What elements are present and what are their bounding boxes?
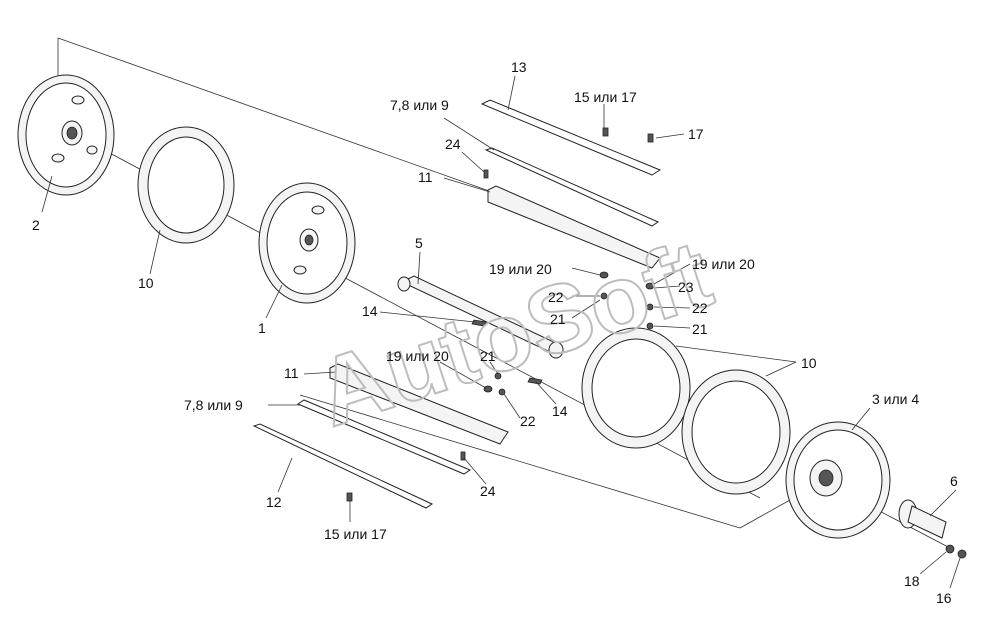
fasteners [346,127,655,502]
label-24-upper: 24 [445,136,461,152]
label-14-lower: 14 [552,403,568,419]
part-10-ring-left [137,126,235,244]
part-5-shaft [397,275,564,359]
label-21-upper-left: 21 [550,311,566,327]
callout-labels: 2 10 1 5 13 7,8 или 9 15 или 17 17 24 11… [32,59,958,606]
label-22-upper-right: 22 [692,300,708,316]
label-11-upper: 11 [418,169,433,185]
label-22-upper-left: 22 [548,289,564,305]
label-24-lower: 24 [480,483,496,499]
part-18-washer [945,544,955,554]
label-10-left: 10 [138,275,154,291]
part-6-flange-shaft [898,499,947,539]
label-2: 2 [32,217,40,233]
part-10-ring-right-1 [581,327,691,449]
label-19-20-lower: 19 или 20 [386,348,449,364]
part-13-bar [480,99,662,176]
label-11-lower: 11 [284,365,299,381]
label-18: 18 [904,573,920,589]
part-16-nut [957,549,967,559]
label-19-20-upper-left: 19 или 20 [489,261,552,277]
label-6: 6 [950,473,958,489]
part-7-8-9-strip-upper [484,147,660,227]
label-21-upper-right: 21 [692,321,708,337]
label-7-8-9-upper: 7,8 или 9 [390,97,449,113]
part-10-ring-right-2 [681,369,791,495]
label-7-8-9-lower: 7,8 или 9 [184,397,243,413]
label-12: 12 [266,494,282,510]
label-10-right: 10 [801,355,817,371]
part-11-holder-upper [487,185,661,269]
label-21-lower: 21 [480,348,496,364]
label-23: 23 [678,279,694,295]
label-14-upper: 14 [362,303,378,319]
label-15-17-upper: 15 или 17 [574,89,637,105]
label-15-17-lower: 15 или 17 [324,526,387,542]
label-22-lower: 22 [520,413,536,429]
label-16: 16 [936,590,952,606]
part-1-disk [258,182,356,304]
part-3-4-disk [785,421,891,539]
label-17: 17 [688,126,704,142]
label-5: 5 [415,235,423,251]
label-1: 1 [258,320,266,336]
leader-lines [41,75,961,589]
part-11-holder-lower [329,363,509,445]
part-12-bar [252,423,434,509]
part-2-hub-disk [17,74,115,196]
label-19-20-upper-right: 19 или 20 [692,256,755,272]
label-3-4: 3 или 4 [872,391,919,407]
label-13: 13 [511,59,527,75]
part-7-8-9-strip-lower [296,399,472,475]
